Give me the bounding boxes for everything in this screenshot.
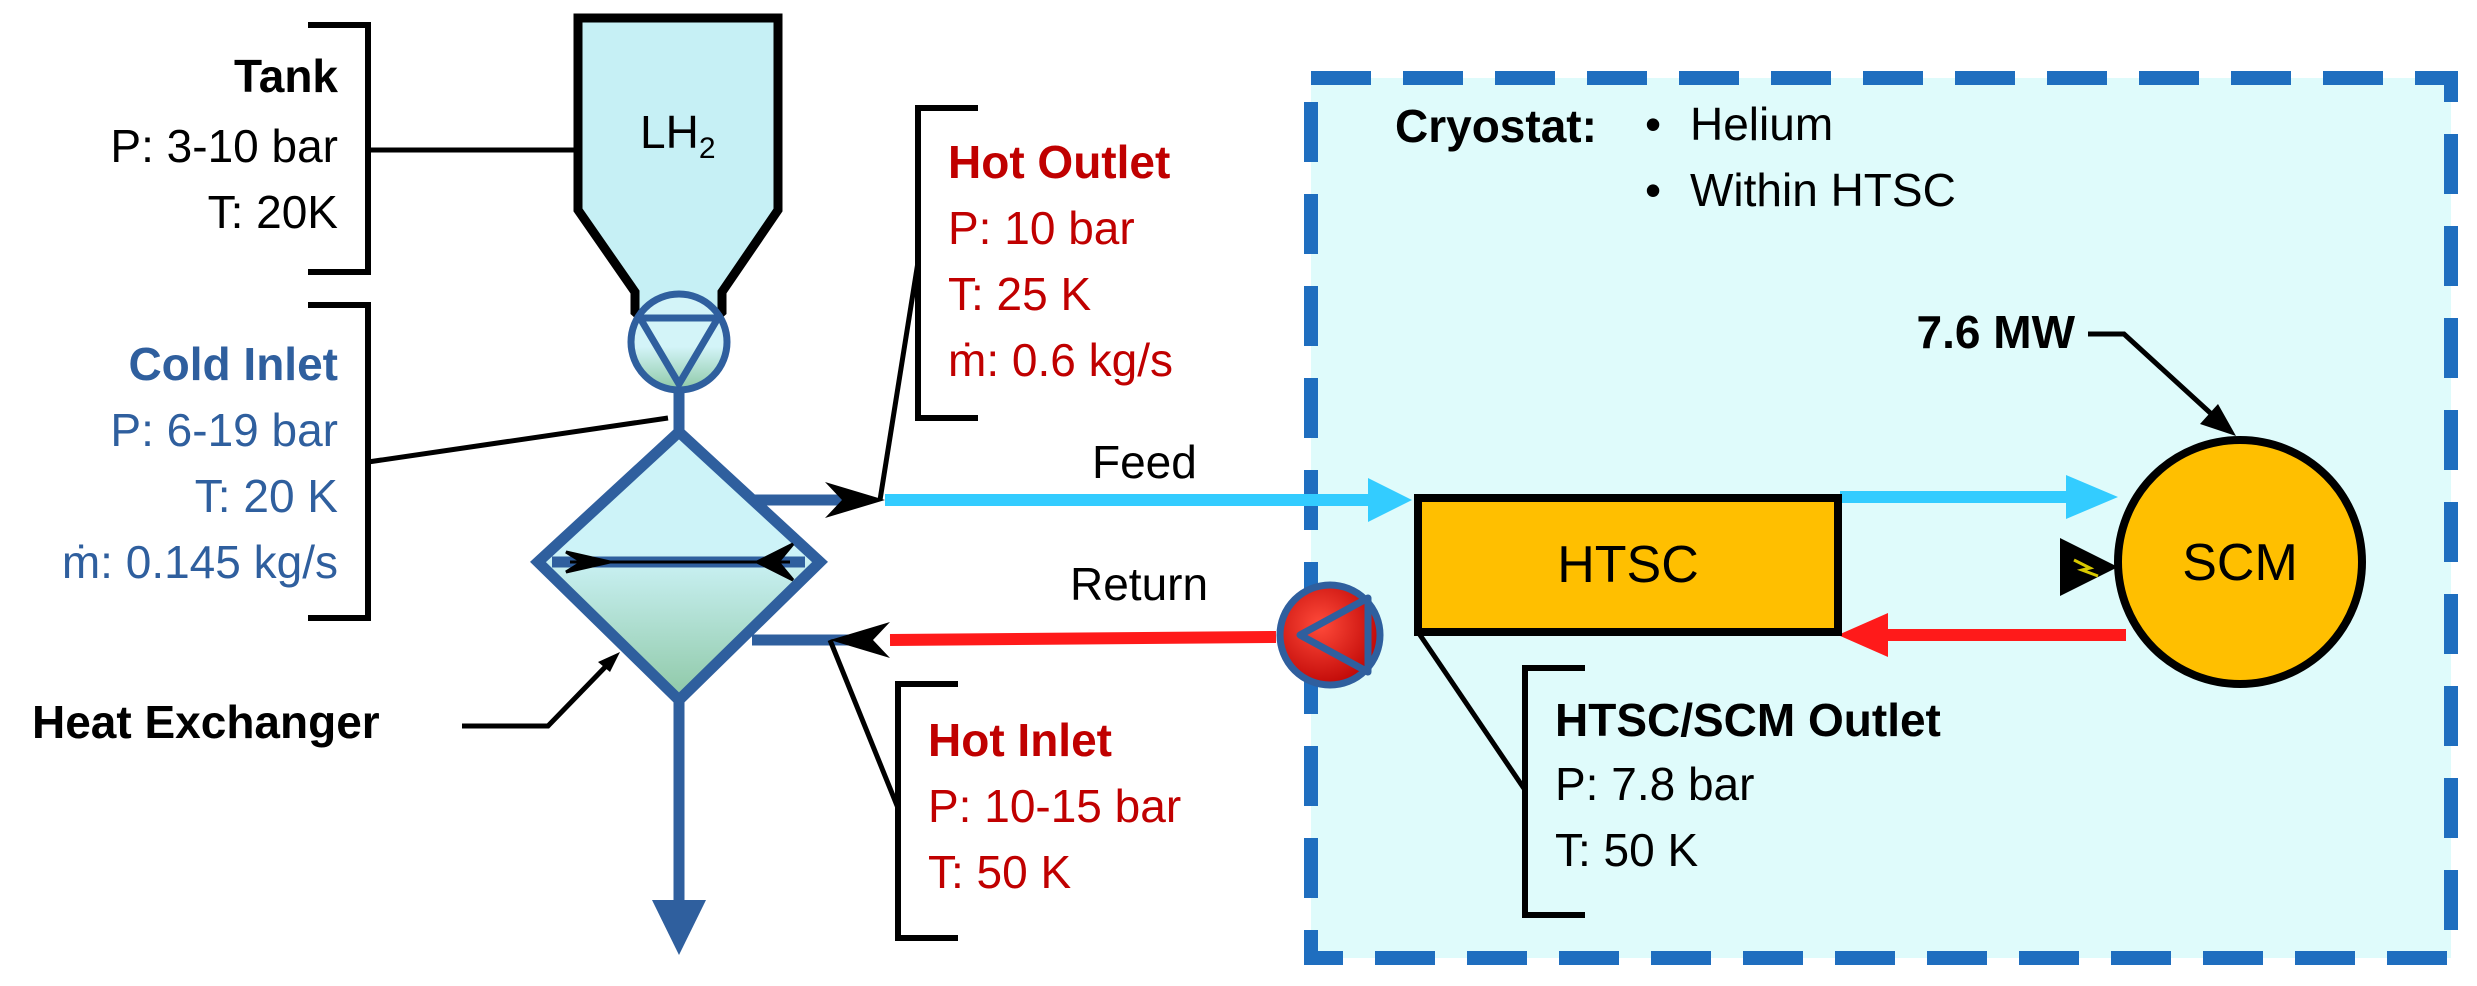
hx-feed-inlet-arrow-icon	[825, 482, 885, 518]
feed-label: Feed	[1092, 436, 1197, 488]
htsc-block	[1414, 494, 1842, 636]
feed-arrow-2-icon	[2066, 475, 2118, 519]
cryostat-bullet-2-dot: •	[1645, 164, 1661, 216]
return-arrow-icon	[1838, 613, 1888, 657]
return-line-1	[889, 631, 1277, 646]
lh2-pump	[627, 290, 731, 394]
scm-magnet	[2114, 436, 2366, 688]
cold-inlet-flow: ṁ: 0.145 kg/s	[62, 536, 338, 588]
outlet-title: HTSC/SCM Outlet	[1555, 694, 1941, 746]
cold-inlet-leader	[367, 415, 669, 465]
tank-title: Tank	[234, 50, 338, 102]
hot-outlet-leader	[877, 261, 921, 501]
scm-power-leader	[2088, 331, 2220, 422]
outlet-bracket	[1522, 665, 1585, 918]
outlet-temperature: T: 50 K	[1555, 824, 1699, 876]
tank-temperature: T: 20K	[208, 186, 339, 238]
return-pump	[1276, 581, 1384, 689]
cryostat-bullet-1-dot: •	[1645, 98, 1661, 150]
htsc-label: HTSC	[1557, 536, 1699, 594]
hot-inlet-pressure: P: 10-15 bar	[928, 780, 1181, 832]
scm-label: SCM	[2182, 534, 2298, 592]
feed-arrow-1-icon	[1368, 478, 1412, 522]
outlet-leader	[1415, 630, 1528, 792]
scm-power-leader-arrow-icon	[2200, 404, 2236, 436]
cryostat-title: Cryostat:	[1395, 100, 1597, 152]
hot-inlet-title: Hot Inlet	[928, 714, 1112, 766]
hot-inlet-temperature: T: 50 K	[928, 846, 1072, 898]
hot-outlet-flow: ṁ: 0.6 kg/s	[948, 334, 1173, 386]
lh2-pump-triangle-icon	[636, 314, 722, 388]
lightning-bolt-icon	[2073, 558, 2099, 578]
hx-return-inlet-arrow-icon	[830, 622, 890, 658]
cold-inlet-temperature: T: 20 K	[195, 470, 339, 522]
heat-exchanger-leader-arrow-icon	[598, 652, 620, 672]
hot-outlet-temperature: T: 25 K	[948, 268, 1092, 320]
cold-inlet-pressure: P: 6-19 bar	[110, 404, 338, 456]
tank-vessel	[573, 13, 783, 335]
scm-power-label: 7.6 MW	[1917, 306, 2076, 358]
outlet-pressure: P: 7.8 bar	[1555, 758, 1754, 810]
hot-inlet-leader	[827, 639, 901, 809]
tank-content-label: LH2	[640, 106, 716, 165]
cryostat-bullet-within-htsc: Within HTSC	[1690, 164, 1956, 216]
hot-outlet-pressure: P: 10 bar	[948, 202, 1135, 254]
heat-exchanger-leader	[462, 658, 614, 729]
outlet-arrow-down	[652, 900, 706, 955]
cryostat-bullet-helium: Helium	[1690, 98, 1833, 150]
return-pump-triangle-icon	[1296, 594, 1372, 676]
hot-outlet-title: Hot Outlet	[948, 136, 1170, 188]
hot-inlet-bracket	[895, 681, 958, 941]
tank-pressure: P: 3-10 bar	[110, 120, 338, 172]
heat-exchanger-label: Heat Exchanger	[32, 696, 380, 748]
return-label: Return	[1070, 558, 1208, 610]
cold-inlet-title: Cold Inlet	[128, 338, 338, 390]
